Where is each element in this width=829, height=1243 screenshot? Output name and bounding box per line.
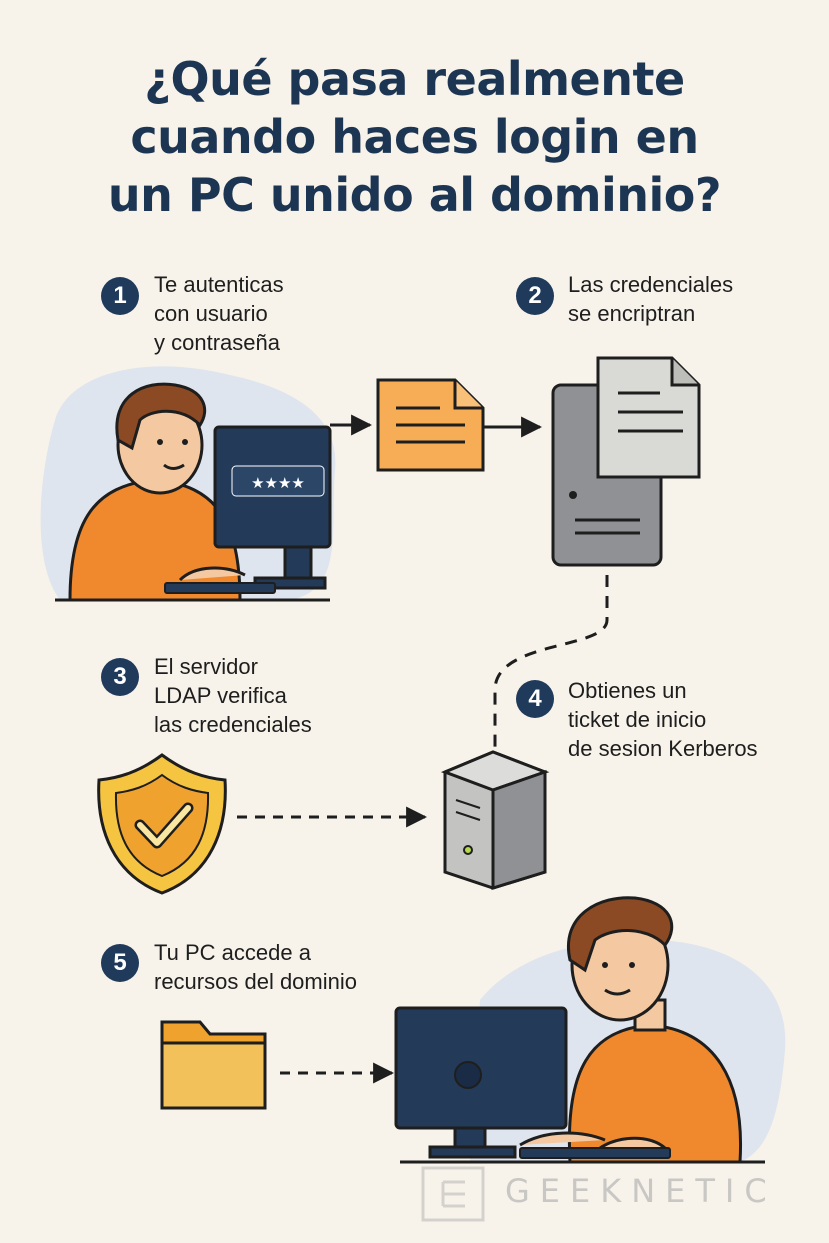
- dashed-connector: [493, 575, 609, 748]
- step-text-line: se encriptran: [568, 301, 696, 326]
- document-icon: [596, 356, 701, 479]
- step-5-text: Tu PC accede a recursos del dominio: [154, 938, 357, 996]
- watermark-logo: [421, 1166, 485, 1222]
- monitor-icon: [394, 1006, 568, 1159]
- step-text-line: y contraseña: [154, 330, 280, 355]
- user-at-computer-illustration: ★★★★: [40, 366, 336, 602]
- step-text-line: Obtienes un: [568, 678, 687, 703]
- encrypted-server-icon: [551, 356, 701, 567]
- step-number-badge: 2: [516, 277, 554, 315]
- person-icon: [567, 896, 743, 1164]
- step-text-line: las credenciales: [154, 712, 312, 737]
- page-title: ¿Qué pasa realmente cuando haces login e…: [0, 50, 829, 224]
- step-text-line: LDAP verifica: [154, 683, 287, 708]
- monitor-icon: ★★★★: [213, 425, 332, 590]
- title-line: un PC unido al dominio?: [107, 168, 722, 222]
- step-text-line: ticket de inicio: [568, 707, 707, 732]
- step-number-badge: 1: [101, 277, 139, 315]
- watermark-text: GEEKNETIC: [505, 1172, 777, 1210]
- step-3-text: El servidor LDAP verifica las credencial…: [154, 652, 312, 739]
- step-text-line: Las credenciales: [568, 272, 734, 297]
- shield-check-icon: [97, 753, 227, 895]
- step-number-badge: 3: [101, 658, 139, 696]
- server-icon: [440, 750, 550, 891]
- step-text-line: recursos del dominio: [154, 969, 357, 994]
- step-text-line: con usuario: [154, 301, 268, 326]
- step-text-line: de sesion Kerberos: [568, 736, 758, 761]
- title-line: ¿Qué pasa realmente: [144, 52, 685, 106]
- folder-icon: [160, 1020, 267, 1110]
- step-text-line: Te autenticas: [154, 272, 284, 297]
- step-number-badge: 4: [516, 680, 554, 718]
- user-at-computer-illustration: [394, 896, 786, 1164]
- step-1-text: Te autenticas con usuario y contraseña: [154, 270, 284, 357]
- person-icon: [68, 382, 246, 602]
- document-icon: [376, 378, 485, 472]
- password-mask: ★★★★: [251, 474, 305, 492]
- step-text-line: El servidor: [154, 654, 258, 679]
- step-2-text: Las credenciales se encriptran: [568, 270, 733, 328]
- step-text-line: Tu PC accede a: [154, 940, 311, 965]
- step-number-badge: 5: [101, 944, 139, 982]
- title-line: cuando haces login en: [130, 110, 699, 164]
- step-4-text: Obtienes un ticket de inicio de sesion K…: [568, 676, 758, 763]
